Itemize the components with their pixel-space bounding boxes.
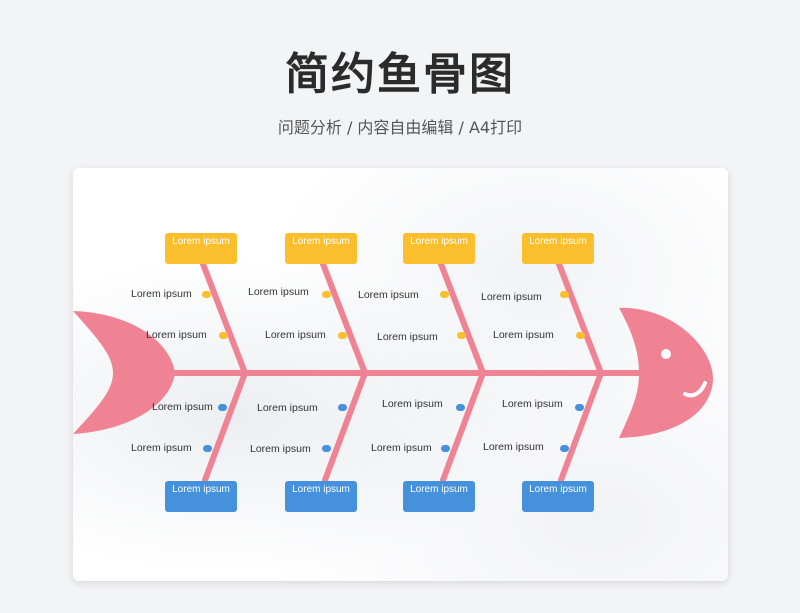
top-bone-1 bbox=[200, 261, 248, 376]
top-dot bbox=[338, 332, 347, 339]
fish-eye bbox=[661, 349, 671, 359]
top-dot bbox=[440, 291, 449, 298]
fish-mouth bbox=[683, 381, 707, 398]
top-sub-cause-label: Lorem ipsum bbox=[146, 329, 207, 341]
bottom-bone-4 bbox=[558, 370, 604, 483]
bottom-cause-box[interactable]: Lorem ipsum bbox=[522, 481, 594, 512]
bottom-sub-cause-label: Lorem ipsum bbox=[502, 398, 563, 410]
bottom-dot bbox=[218, 404, 227, 411]
top-sub-cause-label: Lorem ipsum bbox=[265, 329, 326, 341]
bottom-bone-3 bbox=[440, 370, 486, 483]
top-dot bbox=[322, 291, 331, 298]
bottom-sub-cause-label: Lorem ipsum bbox=[483, 441, 544, 453]
top-cause-box[interactable]: Lorem ipsum bbox=[522, 233, 594, 264]
fishbone-diagram bbox=[73, 261, 713, 483]
top-bone-4 bbox=[556, 261, 604, 376]
bottom-bone-1 bbox=[202, 370, 248, 483]
top-sub-cause-label: Lorem ipsum bbox=[358, 289, 419, 301]
top-sub-cause-label: Lorem ipsum bbox=[493, 329, 554, 341]
fish-tail bbox=[73, 311, 175, 434]
bottom-sub-cause-label: Lorem ipsum bbox=[382, 398, 443, 410]
fish-spine bbox=[171, 370, 639, 376]
top-bone-2 bbox=[320, 261, 368, 376]
top-dot bbox=[457, 332, 466, 339]
top-sub-cause-label: Lorem ipsum bbox=[131, 288, 192, 300]
bottom-cause-box[interactable]: Lorem ipsum bbox=[403, 481, 475, 512]
top-sub-cause-label: Lorem ipsum bbox=[481, 291, 542, 303]
bottom-sub-cause-label: Lorem ipsum bbox=[131, 442, 192, 454]
top-dot bbox=[576, 332, 585, 339]
fish-head bbox=[619, 307, 713, 438]
top-cause-box[interactable]: Lorem ipsum bbox=[285, 233, 357, 264]
top-cause-box[interactable]: Lorem ipsum bbox=[165, 233, 237, 264]
bottom-sub-cause-label: Lorem ipsum bbox=[257, 402, 318, 414]
top-sub-cause-label: Lorem ipsum bbox=[248, 286, 309, 298]
bottom-dot bbox=[456, 404, 465, 411]
bottom-dot bbox=[322, 445, 331, 452]
bottom-bone-2 bbox=[322, 370, 368, 483]
diagram-card: Lorem ipsum Lorem ipsum Lorem ipsum Lore… bbox=[73, 168, 728, 581]
page-title: 简约鱼骨图 bbox=[285, 49, 515, 100]
bottom-dot bbox=[560, 445, 569, 452]
top-sub-cause-label: Lorem ipsum bbox=[377, 331, 438, 343]
page-subtitle: 问题分析 / 内容自由编辑 / A4打印 bbox=[277, 118, 523, 137]
top-dot bbox=[202, 291, 211, 298]
bottom-dot bbox=[338, 404, 347, 411]
top-cause-box[interactable]: Lorem ipsum bbox=[403, 233, 475, 264]
bottom-cause-box[interactable]: Lorem ipsum bbox=[165, 481, 237, 512]
bottom-sub-cause-label: Lorem ipsum bbox=[152, 401, 213, 413]
bottom-sub-cause-label: Lorem ipsum bbox=[250, 443, 311, 455]
top-bone-3 bbox=[438, 261, 486, 376]
bottom-cause-box[interactable]: Lorem ipsum bbox=[285, 481, 357, 512]
top-dot bbox=[219, 332, 228, 339]
top-dot bbox=[560, 291, 569, 298]
bottom-dot bbox=[575, 404, 584, 411]
bottom-sub-cause-label: Lorem ipsum bbox=[371, 442, 432, 454]
bottom-dot bbox=[203, 445, 212, 452]
bottom-dot bbox=[441, 445, 450, 452]
